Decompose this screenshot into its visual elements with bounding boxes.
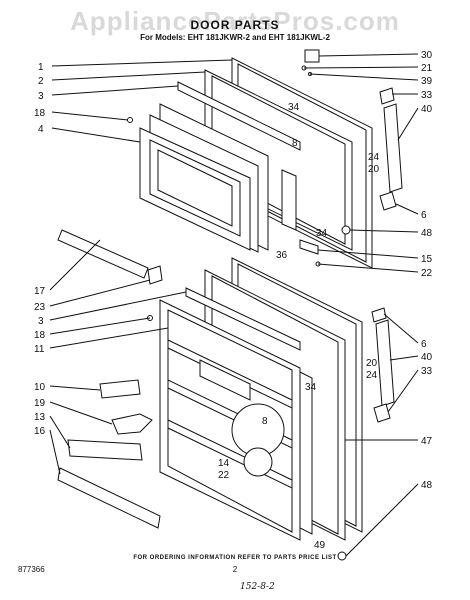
callout-label: 34 <box>305 382 317 393</box>
callout-label: 40 <box>421 104 433 115</box>
callout-label: 36 <box>276 250 288 261</box>
callout-label: 3 <box>38 91 44 102</box>
callout-label: 21 <box>421 63 433 74</box>
callout-label: 13 <box>34 412 46 423</box>
callout-label: 3 <box>38 316 44 327</box>
callout-label: 19 <box>34 398 46 409</box>
callout-label: 40 <box>421 352 433 363</box>
callout-label: 20 <box>366 358 378 369</box>
callout-label: 18 <box>34 330 46 341</box>
callout-label: 20 <box>368 164 380 175</box>
callout-label: 24 <box>368 152 380 163</box>
callouts-left: 1 2 3 18 4 17 23 3 18 11 10 19 13 16 <box>34 62 46 437</box>
handwritten-note: 152-8-2 <box>240 582 275 592</box>
diagram-code: 877366 <box>18 565 45 574</box>
callout-label: 6 <box>421 339 427 350</box>
callout-label: 22 <box>421 268 433 279</box>
callout-label: 10 <box>34 382 46 393</box>
callout-label: 2 <box>38 76 44 87</box>
callout-label: 6 <box>421 210 427 221</box>
callout-label: 33 <box>421 366 433 377</box>
ordering-note: FOR ORDERING INFORMATION REFER TO PARTS … <box>133 555 337 561</box>
callout-label: 8 <box>262 416 268 427</box>
callout-label: 30 <box>421 50 433 61</box>
callout-label: 47 <box>421 436 433 447</box>
callout-label: 14 <box>218 458 230 469</box>
callout-label: 39 <box>421 76 433 87</box>
callout-label: 34 <box>316 228 328 239</box>
callout-label: 33 <box>421 90 433 101</box>
models-subtitle: For Models: EHT 181JKWR-2 and EHT 181JKW… <box>140 33 330 42</box>
callout-label: 22 <box>218 470 230 481</box>
callouts-inner: 34 8 34 36 34 8 14 22 49 <box>218 102 328 551</box>
callout-label: 4 <box>38 124 44 135</box>
callout-label: 15 <box>421 254 433 265</box>
callout-label: 48 <box>421 480 433 491</box>
diagram-title: DOOR PARTS <box>190 18 280 32</box>
watermark: AppliancePartsPros.com <box>70 6 400 36</box>
callouts-right: 30 21 39 33 40 24 20 6 48 15 22 6 40 20 … <box>366 50 433 491</box>
callout-label: 34 <box>288 102 300 113</box>
callout-label: 16 <box>34 426 46 437</box>
callout-label: 49 <box>314 540 326 551</box>
page-number: 2 <box>232 565 238 574</box>
callout-label: 8 <box>292 138 298 149</box>
callout-label: 24 <box>366 370 378 381</box>
callout-label: 23 <box>34 302 46 313</box>
callout-label: 11 <box>34 344 45 355</box>
callout-label: 48 <box>421 228 433 239</box>
callout-label: 18 <box>34 108 46 119</box>
callout-label: 17 <box>34 286 46 297</box>
callout-label: 1 <box>38 62 44 73</box>
